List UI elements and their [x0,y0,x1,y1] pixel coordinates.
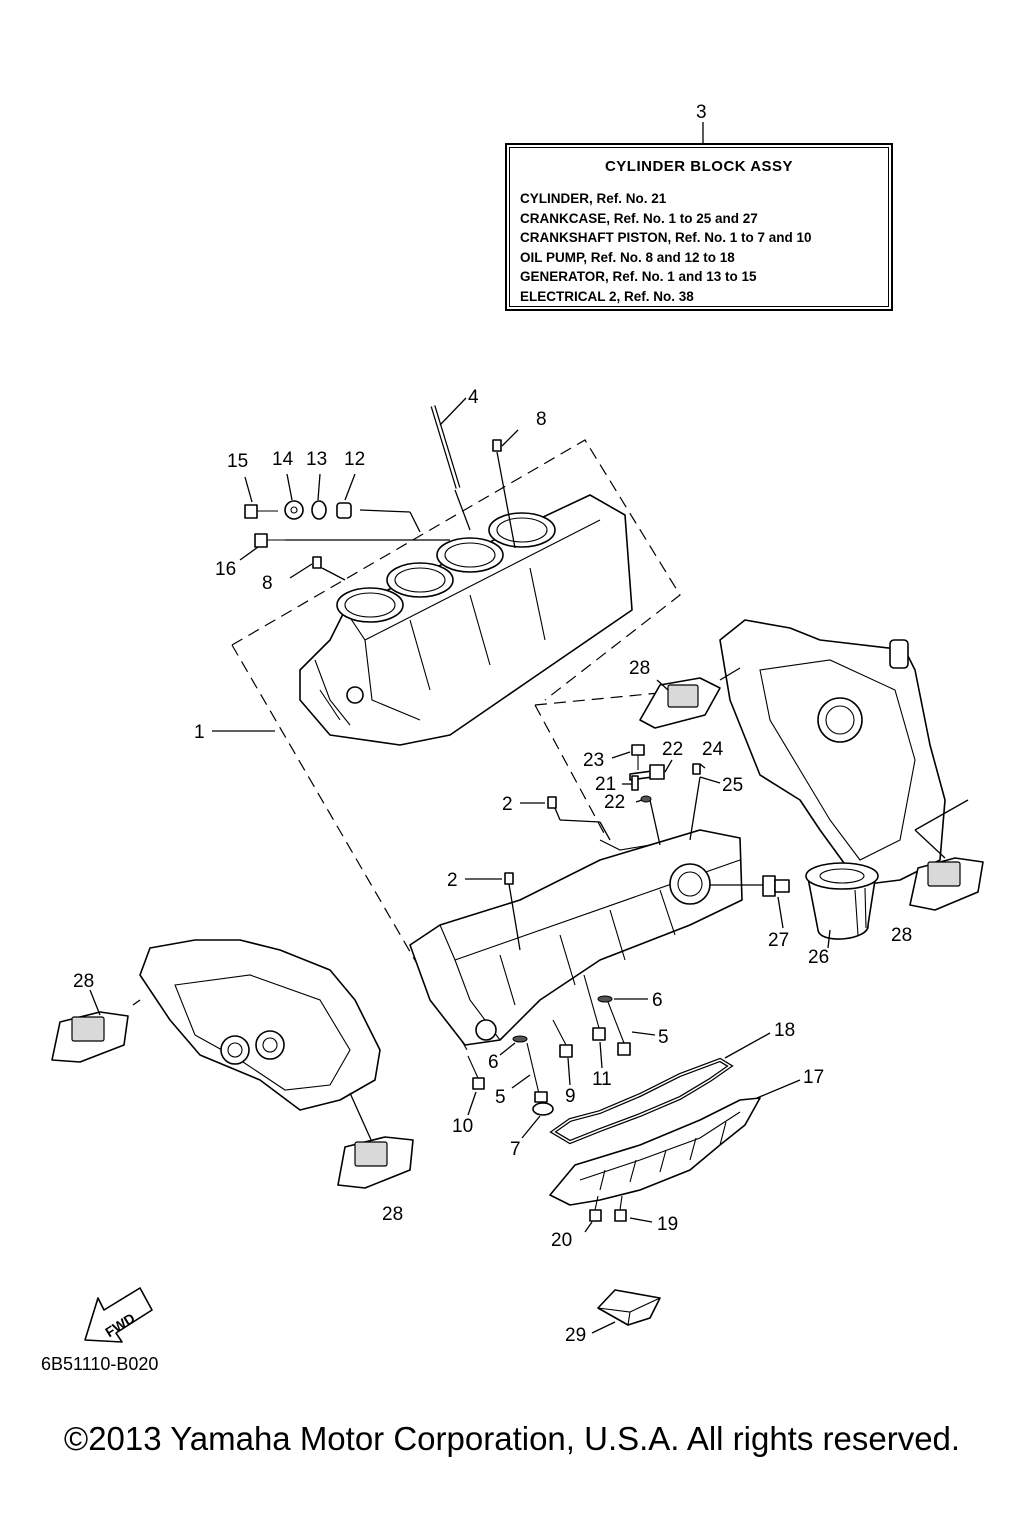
crankcase-group-outline [534,689,691,706]
callout-11: 11 [592,1069,612,1090]
assembly-line: CRANKCASE, Ref. No. 1 to 25 and 27 [520,210,758,226]
o-ring [640,795,652,803]
assembly-info-box: CYLINDER BLOCK ASSY CYLINDER, Ref. No. 2… [505,143,893,311]
callout-12: 12 [344,449,365,470]
callout-20: 20 [551,1230,572,1251]
bolt-5 [526,1042,548,1103]
bolt-19 [614,1195,627,1222]
callout-16: 16 [215,559,236,580]
side-cover [139,939,381,1111]
callout-22: 22 [662,739,683,760]
bolt-11 [583,974,606,1041]
dowel-pin [504,872,514,885]
dowel-pin [547,796,557,809]
oil-pan [549,1097,761,1206]
oil-pan-gasket [549,1057,734,1145]
engine-mount [909,857,984,911]
callout-18: 18 [774,1020,795,1041]
pad-29 [597,1289,661,1326]
washer-14 [284,500,304,520]
callout-26: 26 [808,947,829,968]
cylinder-block [299,494,633,746]
callout-8: 8 [262,573,273,594]
dowel-pin [312,556,322,569]
bolt-20 [589,1195,602,1222]
assembly-line: CRANKSHAFT PISTON, Ref. No. 1 to 7 and 1… [520,230,812,245]
callout-28: 28 [73,971,94,992]
callout-28: 28 [891,925,912,946]
plug-7 [532,1102,554,1116]
plug-12 [336,502,421,533]
callout-21: 21 [595,774,616,795]
figure-code: 6B51110-B020 [41,1354,159,1374]
oil-pipe [629,764,665,791]
callout-1: 1 [194,722,205,743]
callout-5: 5 [658,1027,669,1048]
callout-28: 28 [629,658,650,679]
assembly-title: CYLINDER BLOCK ASSY [604,158,794,175]
copyright-notice: ©2013 Yamaha Motor Corporation, U.S.A. A… [63,1420,961,1457]
callout-2: 2 [502,794,513,815]
callout-6: 6 [652,990,663,1011]
callout-5: 5 [495,1087,506,1108]
dowel-pin [492,439,502,452]
callout-29: 29 [565,1325,586,1346]
crankcase [409,829,743,1046]
washer [512,1035,528,1043]
assembly-line: OIL PUMP, Ref. No. 8 and 12 to 18 [520,249,735,265]
bolt-5 [607,1001,631,1056]
engine-mount [639,677,721,729]
callout-19: 19 [657,1214,678,1235]
assembly-line: GENERATOR, Ref. No. 1 and 13 to 15 [520,269,757,284]
generator-cover [719,619,946,886]
engine-mount [51,1011,129,1063]
fwd-arrow-icon: FWD [84,1287,153,1343]
callout-17: 17 [803,1067,824,1088]
callout-8: 8 [536,409,547,430]
bolt-10 [467,1055,485,1090]
oil-filter [805,862,879,940]
bolt-15 [244,504,278,519]
bolt-16 [254,533,450,548]
callout-14: 14 [272,449,294,470]
callout-23: 23 [583,750,604,771]
washer [597,995,613,1003]
engine-mount [337,1136,414,1189]
bolt-23 [631,744,645,770]
bolt-9 [552,1019,573,1058]
callout-6: 6 [488,1052,499,1073]
assembly-line: ELECTRICAL 2, Ref. No. 38 [520,288,694,304]
callout-7: 7 [510,1139,521,1160]
callout-2: 2 [447,870,458,891]
callout-24: 24 [702,739,724,760]
o-ring-13 [311,500,327,520]
dowel-pin [692,763,701,775]
callout-4: 4 [468,387,479,408]
callout-9: 9 [565,1086,576,1107]
callout-13: 13 [306,449,327,470]
assembly-line: CYLINDER, Ref. No. 21 [520,191,667,206]
callout-25: 25 [722,775,743,796]
callout-27: 27 [768,930,789,951]
union-fitting [762,875,790,897]
callout-10: 10 [452,1116,473,1137]
cylinder-group-outline [231,439,681,701]
callout-28: 28 [382,1204,403,1225]
callout-3: 3 [696,102,707,123]
stud-bolt [430,405,461,489]
callout-15: 15 [227,451,248,472]
callout-22: 22 [604,792,625,813]
